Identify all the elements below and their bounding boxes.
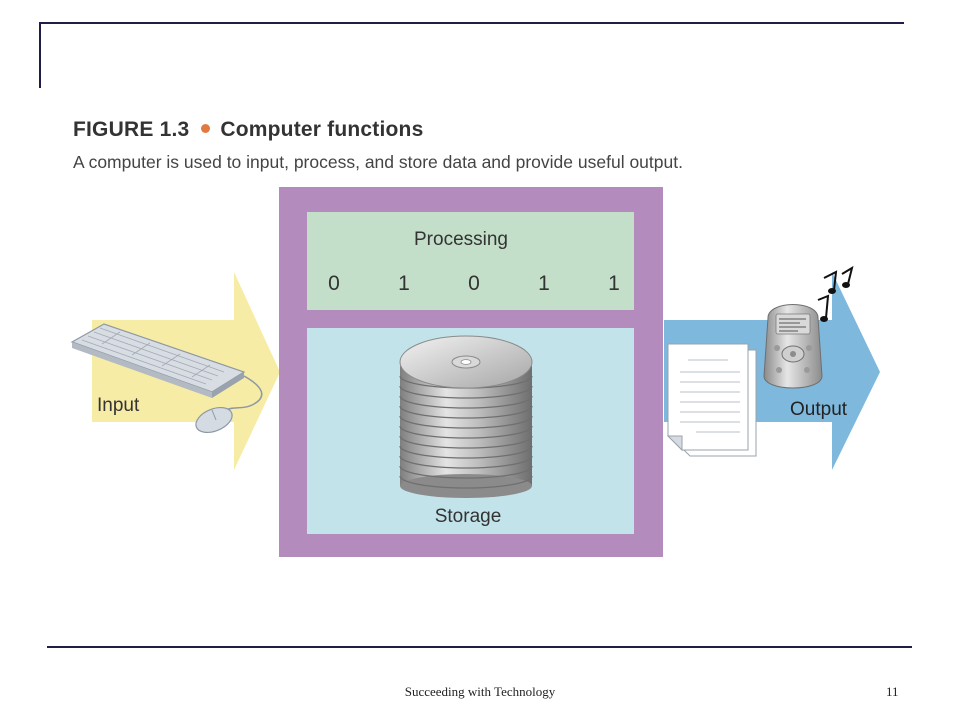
processing-label: Processing (414, 229, 508, 250)
figure-number: FIGURE 1.3 (73, 118, 190, 141)
keyboard-icon (70, 323, 246, 398)
page-number: 11 (886, 684, 899, 699)
bit-1: 1 (398, 272, 410, 295)
output-label: Output (790, 399, 848, 420)
document-icon (666, 343, 757, 457)
bit-0: 0 (328, 272, 340, 295)
footer-rule (47, 646, 912, 648)
bit-3: 1 (538, 272, 550, 295)
slide-top-rule (39, 22, 904, 24)
disk-stack-icon (399, 335, 533, 498)
processing-panel (307, 212, 634, 310)
slide-left-rule (39, 22, 41, 88)
input-label: Input (97, 395, 140, 416)
bit-4: 1 (608, 272, 620, 295)
storage-label: Storage (435, 506, 502, 527)
music-player-icon (763, 304, 823, 389)
mouse-cord (225, 375, 263, 411)
bit-2: 0 (468, 272, 480, 295)
figure-title: Computer functions (220, 118, 424, 141)
figure-heading: FIGURE 1.3 Computer functions (73, 118, 423, 142)
music-notes-icon (817, 265, 854, 322)
heading-bullet-icon (201, 124, 211, 134)
figure-caption: A computer is used to input, process, an… (73, 152, 683, 172)
footer-title: Succeeding with Technology (404, 684, 556, 699)
mouse-icon (195, 406, 233, 434)
